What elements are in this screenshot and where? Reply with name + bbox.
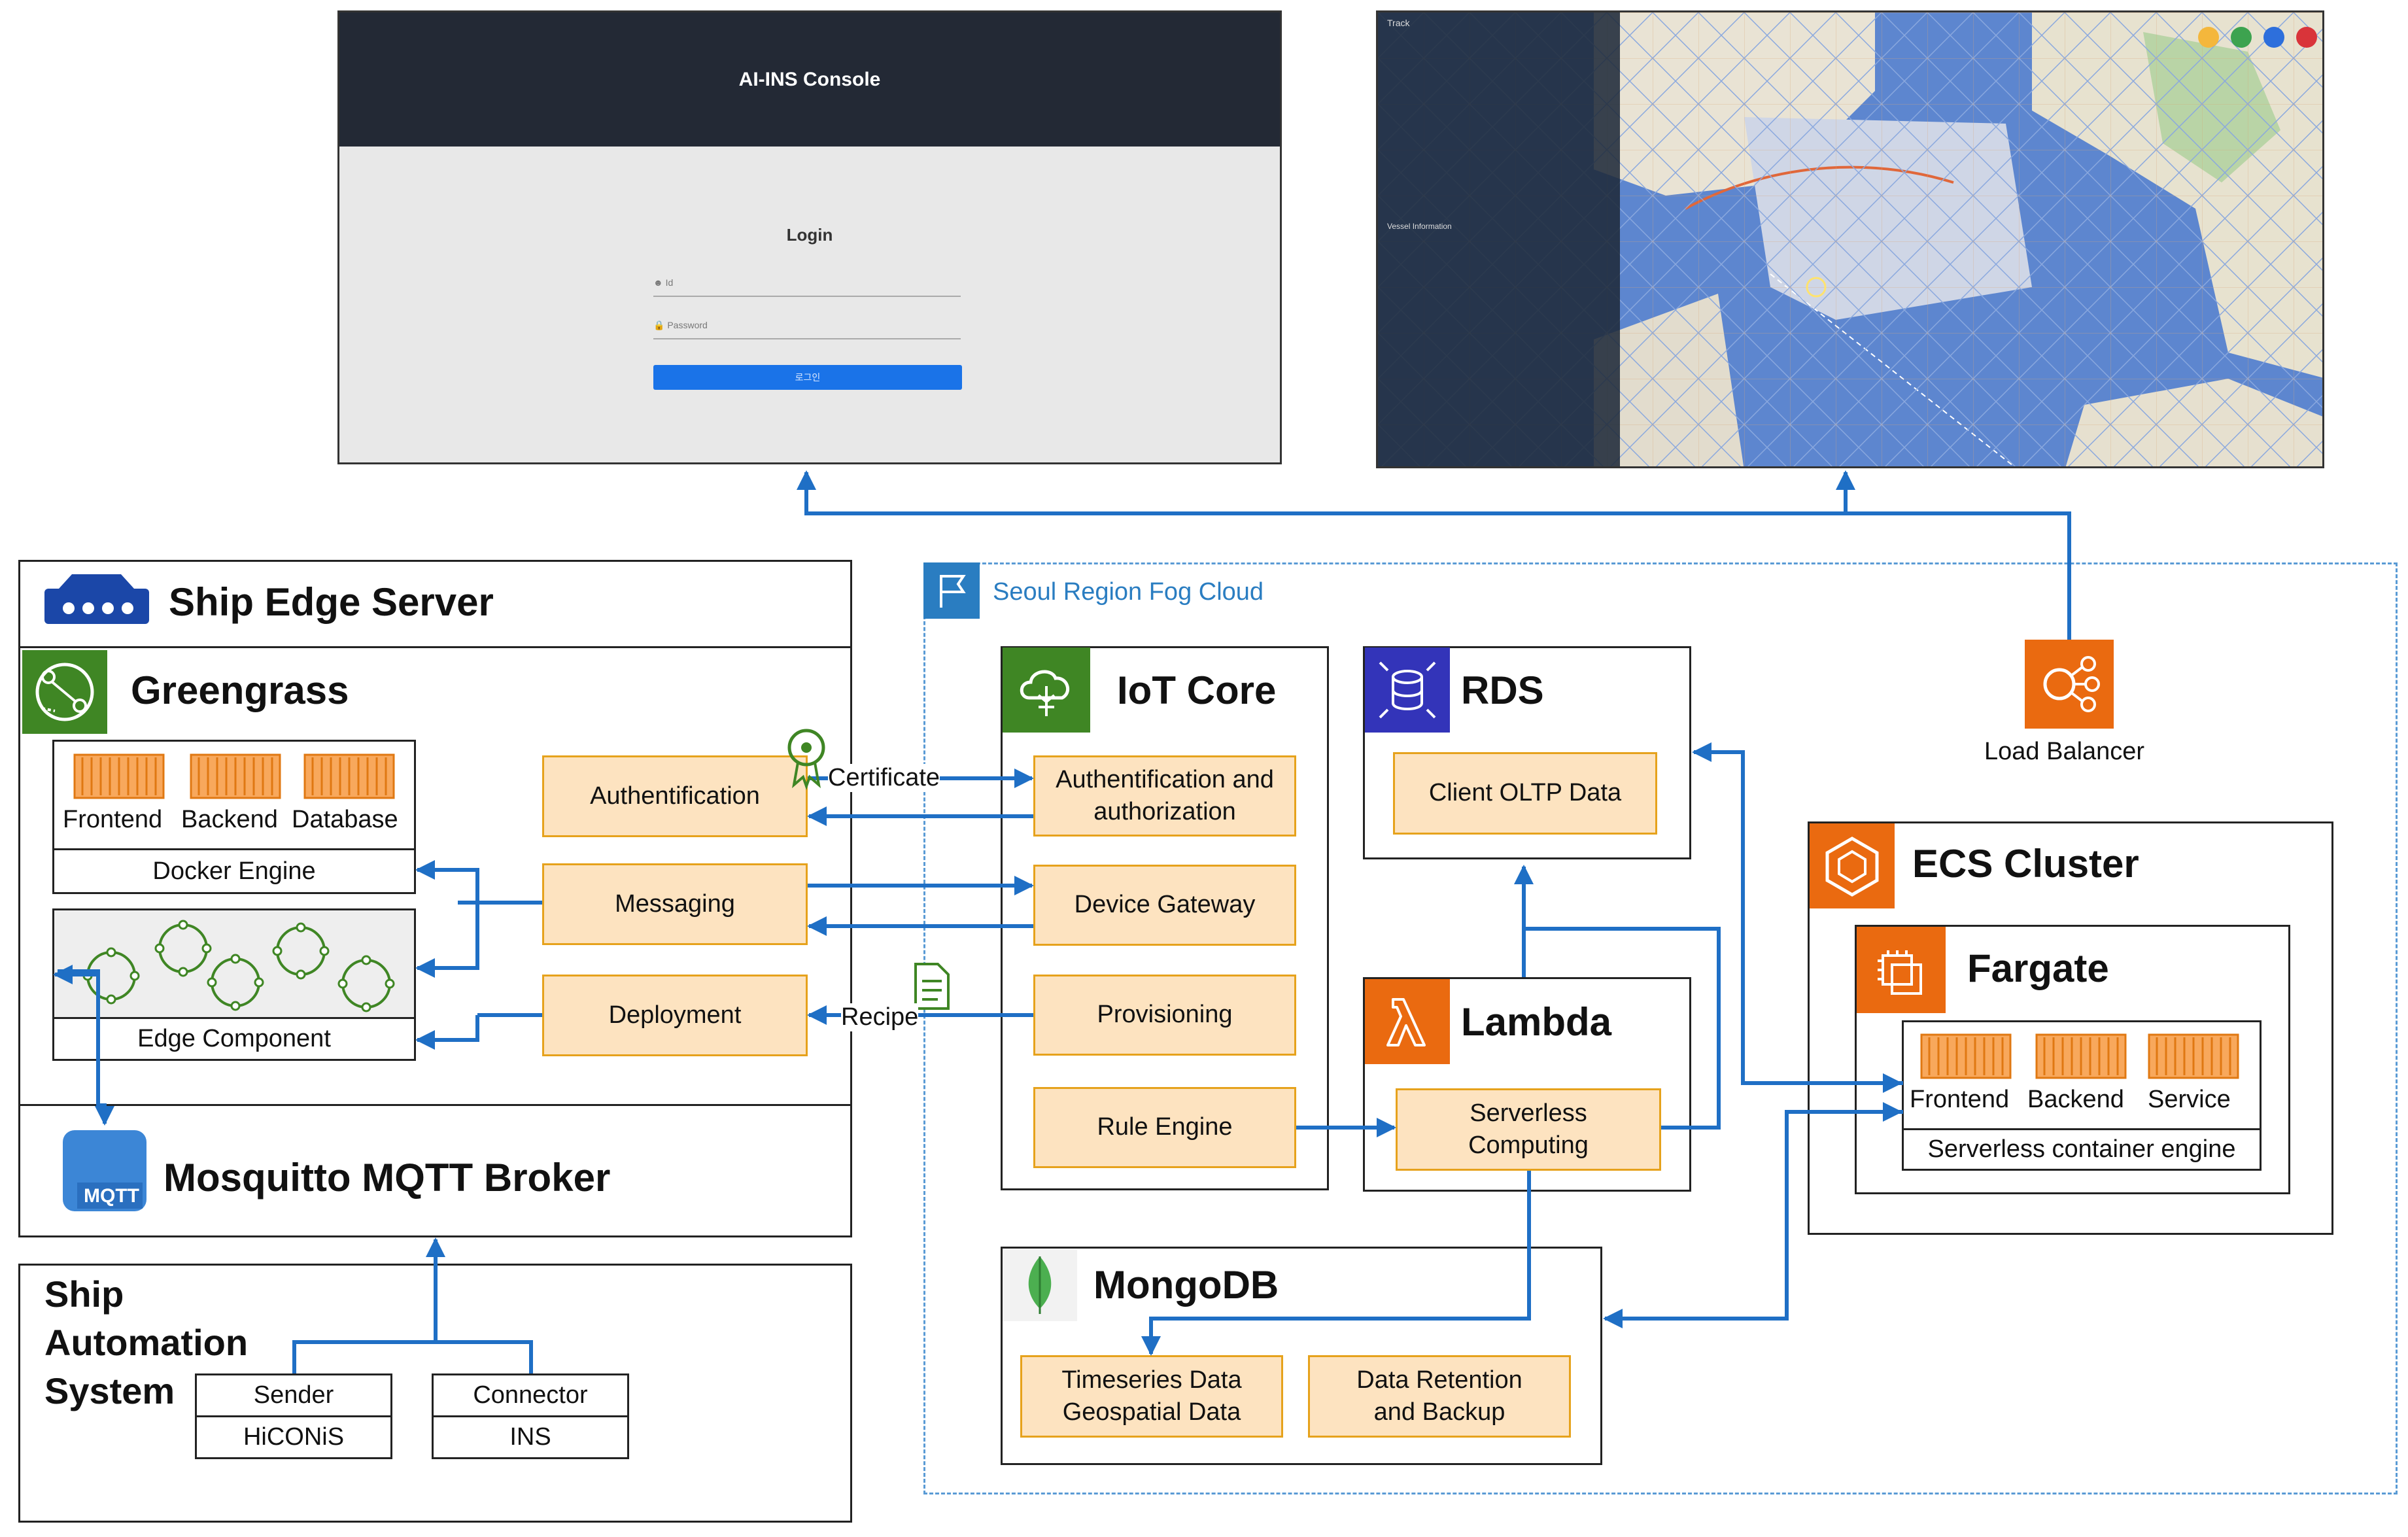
recipe-label: Recipe: [841, 1003, 919, 1031]
data-retention-box: Data Retention and Backup: [1308, 1355, 1571, 1438]
region-flag-icon: [923, 562, 980, 619]
messaging-box: Messaging: [542, 863, 808, 945]
serverless-computing-box: Serverless Computing: [1396, 1088, 1661, 1171]
rds-title: RDS: [1461, 668, 1544, 712]
container-backend-label: Backend: [181, 806, 278, 834]
fargate-service-label: Service: [2148, 1086, 2231, 1114]
authentification-box: Authentification: [542, 755, 808, 837]
load-balancer-label: Load Balancer: [1984, 738, 2145, 765]
mongodb-title: MongoDB: [1093, 1262, 1279, 1307]
ins-cell: INS: [432, 1415, 629, 1459]
fargate-backend-label: Backend: [2027, 1086, 2124, 1114]
ecs-cluster-title: ECS Cluster: [1912, 841, 2139, 886]
serverless-engine-label: Serverless container engine: [1902, 1128, 2262, 1171]
console-header: AI-INS Console: [339, 12, 1280, 147]
iot-core-title: IoT Core: [1117, 668, 1277, 712]
server-icon: [39, 569, 154, 629]
recipe-document-icon: [912, 961, 952, 1011]
login-button[interactable]: 로그인: [653, 365, 962, 390]
track-panel-title: Track: [1387, 18, 1410, 28]
hiconis-cell: HiCONiS: [195, 1415, 392, 1459]
ecs-icon: [1810, 823, 1895, 908]
container-database-icon: [303, 753, 395, 799]
edge-divider-top: [18, 646, 852, 648]
mqtt-icon: [58, 1125, 152, 1217]
user-icon: ☻: [653, 277, 666, 288]
fargate-service-icon: [2148, 1033, 2239, 1079]
edge-server-title: Ship Edge Server: [169, 579, 494, 624]
rds-icon: [1365, 648, 1450, 733]
mqtt-icon-text: MQTT: [84, 1185, 139, 1207]
container-frontend-icon: [73, 753, 165, 799]
edge-component-label: Edge Component: [52, 1017, 416, 1061]
fog-cloud-boundary: [923, 562, 2398, 1494]
map-screenshot: Track Vessel Information: [1376, 10, 2324, 468]
certificate-icon: [783, 725, 829, 790]
container-backend-icon: [190, 753, 281, 799]
provisioning-box: Provisioning: [1033, 975, 1296, 1056]
console-title: AI-INS Console: [738, 68, 881, 90]
client-oltp-box: Client OLTP Data: [1393, 752, 1657, 835]
lambda-title: Lambda: [1461, 999, 1612, 1044]
rule-engine-box: Rule Engine: [1033, 1087, 1296, 1168]
ship-automation-title: Ship Automation System: [44, 1273, 249, 1411]
lambda-icon: [1365, 979, 1450, 1064]
vessel-panel-title: Vessel Information: [1387, 222, 1452, 231]
map-background: [1378, 12, 2322, 466]
fargate-icon: [1857, 927, 1946, 1013]
login-heading: Login: [786, 225, 833, 245]
load-balancer-icon: [2025, 640, 2114, 729]
fargate-backend-icon: [2035, 1033, 2127, 1079]
iot-core-icon: [1003, 648, 1090, 733]
fargate-frontend-icon: [1920, 1033, 2012, 1079]
id-field[interactable]: ☻ Id: [653, 277, 961, 297]
greengrass-icon: [22, 650, 107, 734]
device-gateway-box: Device Gateway: [1033, 865, 1296, 946]
mqtt-broker-title: Mosquitto MQTT Broker: [163, 1155, 611, 1200]
timeseries-box: Timeseries Data Geospatial Data: [1020, 1355, 1283, 1438]
fog-cloud-title: Seoul Region Fog Cloud: [993, 578, 1264, 606]
docker-engine-label: Docker Engine: [52, 848, 416, 894]
edge-divider-mqtt: [18, 1104, 852, 1106]
container-database-label: Database: [292, 806, 398, 834]
certificate-label: Certificate: [828, 764, 940, 792]
edge-component-icons: [82, 920, 395, 1012]
mongodb-icon: [1003, 1249, 1077, 1321]
fargate-frontend-label: Frontend: [1910, 1086, 2010, 1114]
connector-cell: Connector: [432, 1373, 629, 1417]
login-console-screenshot: AI-INS Console Login ☻ Id 🔒 Password 로그인: [337, 10, 1282, 464]
lock-icon: 🔒: [653, 320, 668, 330]
password-field[interactable]: 🔒 Password: [653, 320, 961, 339]
auth-authorization-box: Authentification and authorization: [1033, 755, 1296, 837]
deployment-box: Deployment: [542, 975, 808, 1056]
greengrass-title: Greengrass: [131, 668, 349, 712]
fargate-title: Fargate: [1967, 946, 2109, 990]
container-frontend-label: Frontend: [63, 806, 163, 834]
